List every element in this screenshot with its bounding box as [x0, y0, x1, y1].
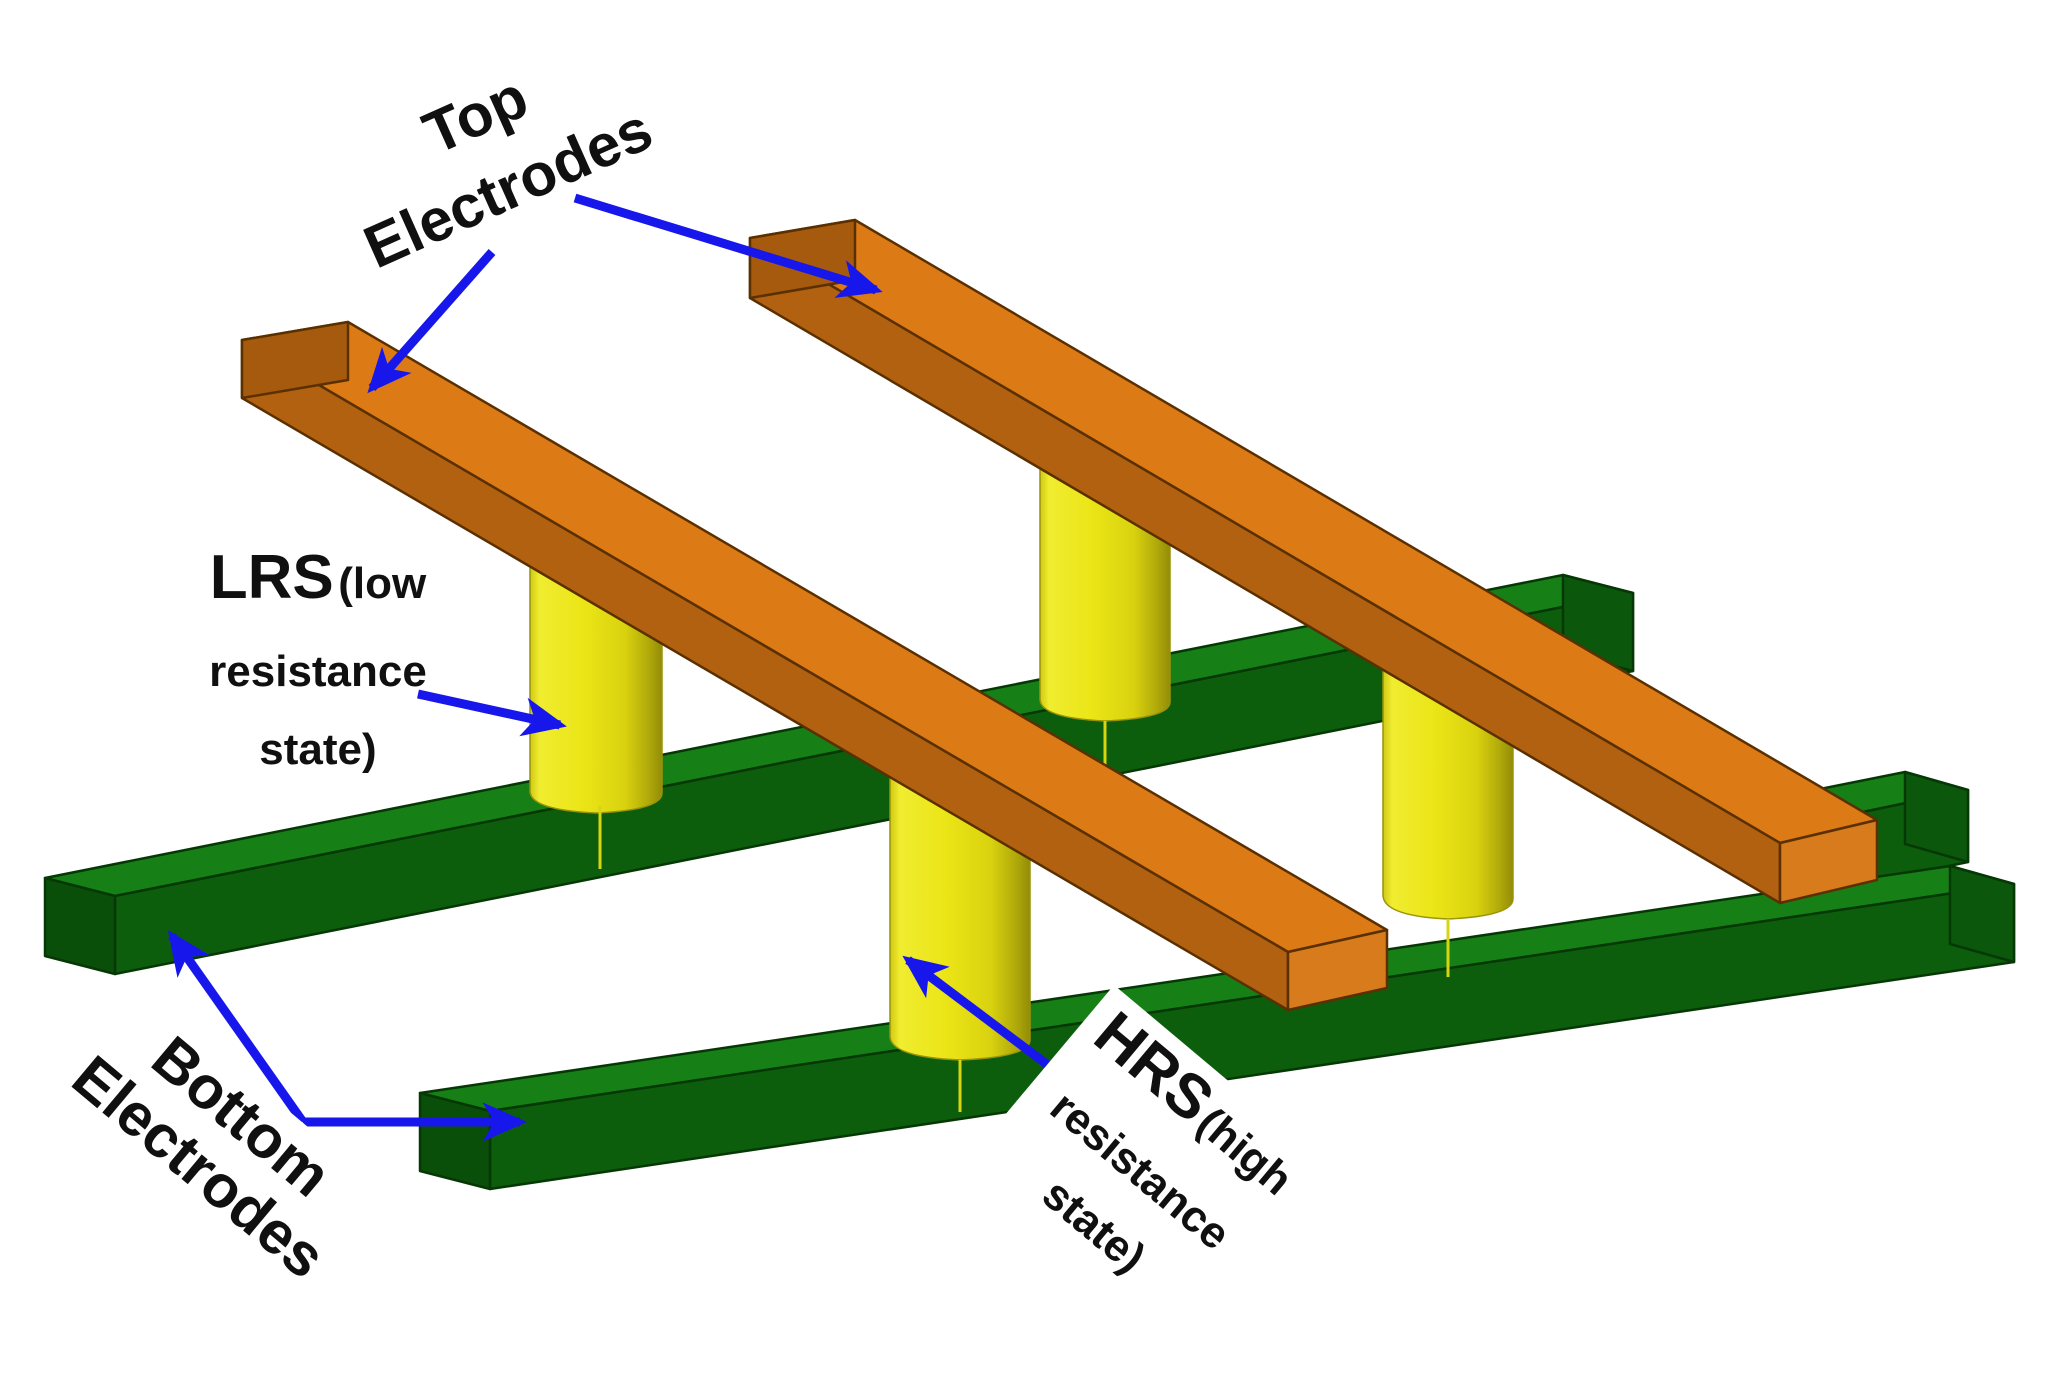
- bottom-electrode-front-left-cap: [418, 1091, 492, 1191]
- top-electrode-left-right-cap: [1286, 928, 1389, 1012]
- bottom-electrode-front-right-cap: [1948, 864, 2016, 964]
- bottom-electrode-front: [418, 864, 2016, 1191]
- top-electrode-left: [240, 320, 1389, 1012]
- arrow-top-electrodes-right: [573, 193, 883, 298]
- memristor-pillar-lrs: [529, 564, 663, 814]
- arrow-top-electrodes-left: [367, 249, 496, 394]
- memristor-pillar-2: [1039, 467, 1171, 722]
- arrow-hrs: [902, 955, 1068, 1082]
- memristor-pillar-4: [1382, 667, 1514, 920]
- lrs-qualifier: (low: [338, 559, 427, 608]
- lrs-label: LRS (low resistance state): [209, 539, 427, 789]
- arrow-lrs: [417, 689, 567, 737]
- lrs-abbr: LRS: [209, 543, 334, 612]
- bottom-electrode-middle-left-cap: [43, 876, 117, 976]
- arrow-bottom-electrodes-left: [167, 930, 307, 1125]
- top-electrode-left-left-cap: [240, 320, 350, 400]
- lrs-label-line3: state): [259, 725, 377, 774]
- annotation-arrows: [167, 193, 1068, 1142]
- lrs-label-line2: resistance: [209, 647, 427, 696]
- top-electrode-right-right-cap: [1778, 818, 1879, 905]
- bottom-electrode-back-right-cap: [1903, 770, 1970, 864]
